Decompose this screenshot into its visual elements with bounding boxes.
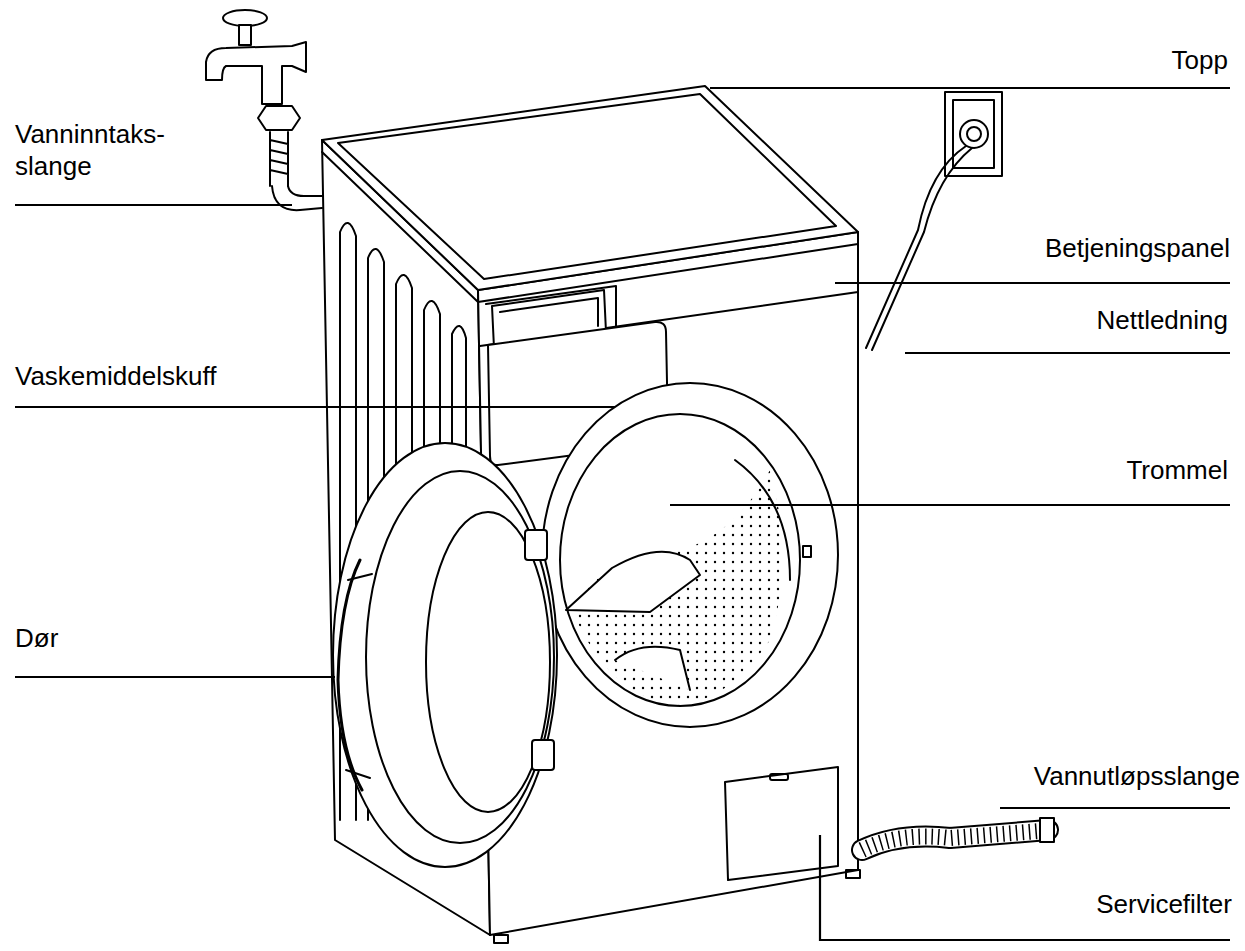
drain-hose-ribs: [862, 831, 1040, 850]
hose-coupler: [258, 106, 300, 130]
part-label: Nettledning: [1096, 304, 1228, 336]
part-label: Trommel: [1126, 454, 1228, 486]
leader-line: [670, 504, 1230, 506]
leader-lines: [15, 88, 1230, 940]
machine-foot: [494, 935, 508, 943]
top-edge: [322, 152, 858, 302]
leader-line: [15, 406, 615, 408]
leader-line: [820, 835, 1230, 940]
door-catch: [803, 546, 811, 557]
door-frame: [333, 443, 557, 867]
door-hinge: [532, 740, 554, 770]
part-label: Vaskemiddelskuff: [15, 360, 216, 392]
top-inset: [338, 94, 836, 279]
leader-line: [15, 676, 335, 678]
door-gasket: [542, 383, 838, 727]
plug: [960, 120, 988, 148]
drain-hose-outline: [862, 830, 1048, 850]
drain-hose-end: [1040, 818, 1054, 842]
part-label: Vannutløpsslange: [1034, 760, 1240, 792]
socket-plate: [945, 92, 1002, 176]
tap-stem: [239, 25, 251, 45]
drain-hose: [862, 818, 1054, 850]
drum-back-edge: [735, 460, 790, 580]
part-label: Topp: [1172, 44, 1228, 76]
hose-thread: [270, 132, 288, 186]
door-hinge: [525, 530, 547, 560]
drawer-compartment: [500, 298, 598, 326]
drain-hose-fill: [862, 830, 1048, 850]
door-ring: [366, 471, 554, 843]
leader-line: [1000, 807, 1230, 809]
drum-paddle: [566, 552, 700, 612]
part-label: Dør: [15, 622, 58, 654]
machine-foot: [846, 870, 860, 878]
leader-line: [905, 352, 1230, 354]
power-cord: [866, 146, 972, 350]
socket-inset: [953, 100, 994, 168]
drum-paddle: [615, 647, 690, 690]
wall-socket: [945, 92, 1002, 176]
top-panel: [322, 86, 858, 290]
inlet-hose: [272, 186, 322, 210]
leader-line: [15, 204, 292, 206]
door-handle: [346, 574, 372, 778]
tap-body: [206, 42, 306, 104]
water-tap: [206, 10, 306, 186]
tap-handle: [223, 10, 267, 26]
part-label: Servicefilter: [1096, 888, 1232, 920]
leader-line: [835, 282, 1230, 284]
part-label: Betjeningspanel: [1045, 232, 1230, 264]
filter-slot: [770, 774, 788, 780]
leader-line: [710, 87, 1230, 89]
door-handle: [338, 560, 362, 790]
plug: [967, 127, 981, 141]
part-label: Vanninntaks- slange: [15, 118, 187, 182]
drum-opening: [560, 414, 800, 706]
